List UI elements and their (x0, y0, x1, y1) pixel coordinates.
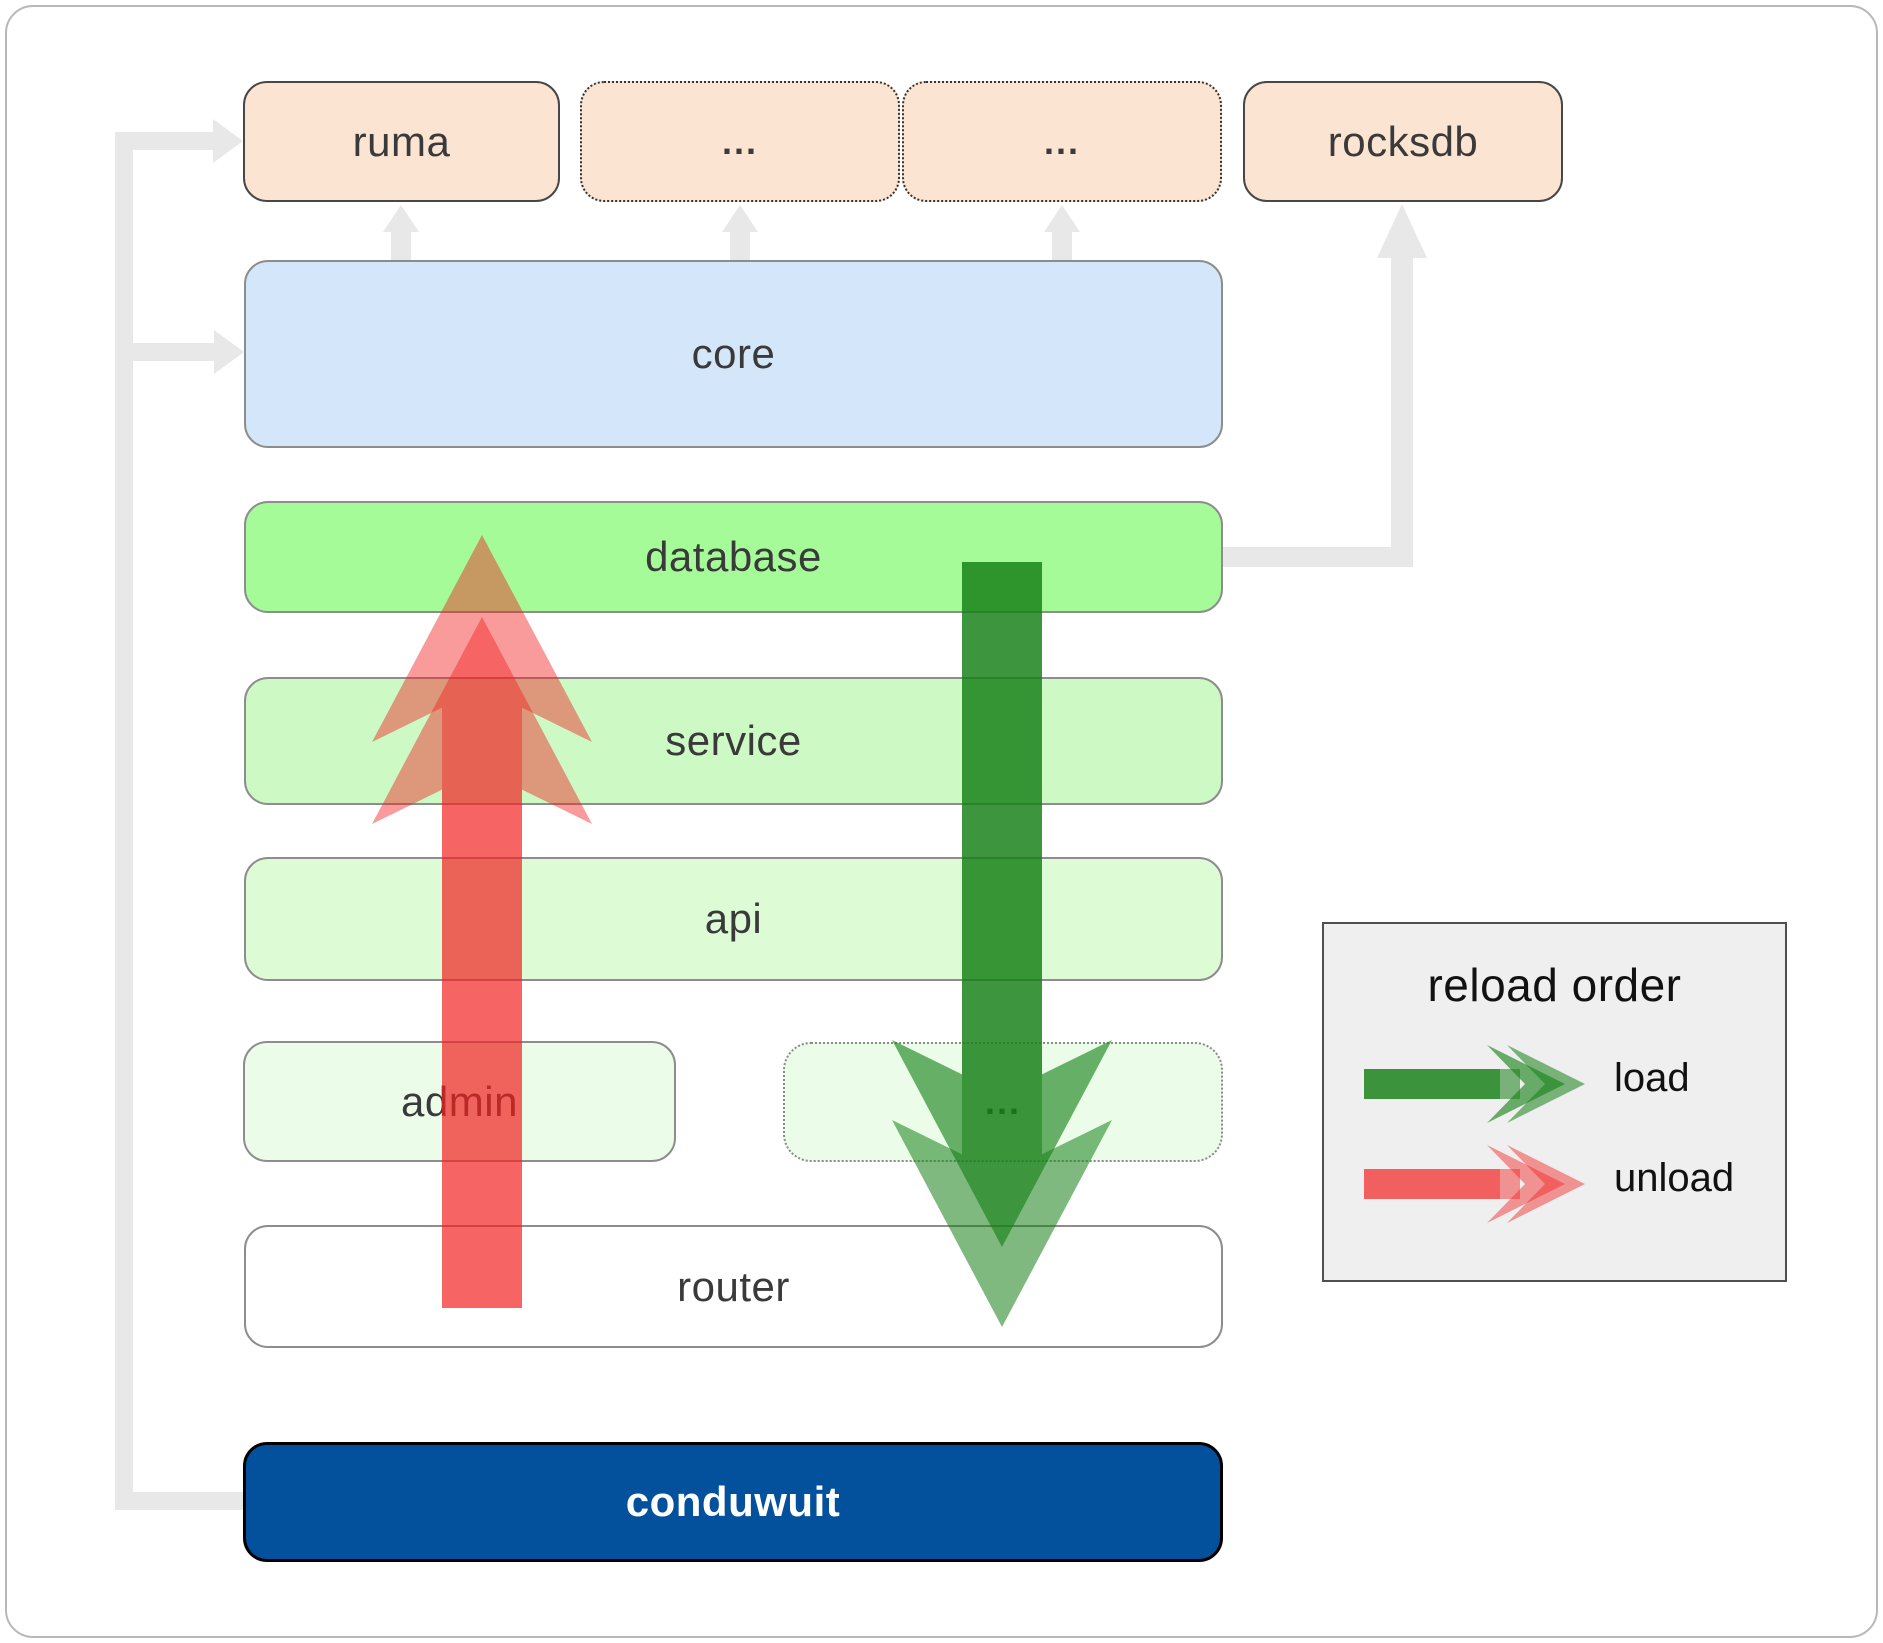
legend-item-unload: unload (1614, 1156, 1735, 1200)
node-conduwuit: conduwuit (243, 1442, 1223, 1562)
node-conduwuit-label: conduwuit (625, 1478, 841, 1525)
node-ellipsis-top-1: ... (580, 81, 900, 202)
node-database-label: database (645, 533, 822, 580)
node-rocksdb: rocksdb (1243, 81, 1563, 202)
load-arrow-icon (1364, 1045, 1585, 1123)
node-router-label: router (677, 1262, 790, 1310)
node-ruma-label: ruma (352, 117, 451, 165)
legend-reload-order: reload order load unload (1322, 922, 1787, 1282)
node-admin-label: admin (401, 1077, 518, 1125)
node-ellipsis-top-1-label: ... (721, 120, 758, 162)
node-service-label: service (665, 717, 802, 764)
node-api: api (244, 857, 1223, 981)
node-ellipsis-top-2-label: ... (1043, 120, 1080, 162)
unload-arrow-icon (1364, 1145, 1565, 1223)
node-ruma: ruma (243, 81, 560, 202)
node-admin: admin (243, 1041, 676, 1162)
node-core: core (244, 260, 1223, 448)
node-api-label: api (704, 895, 763, 942)
legend-item-load: load (1614, 1056, 1690, 1100)
node-core-label: core (691, 330, 776, 377)
node-ellipsis-admin-row: ... (783, 1042, 1223, 1162)
legend-title: reload order (1427, 959, 1682, 1011)
node-router: router (244, 1225, 1223, 1348)
unload-arrow-icon (1364, 1145, 1585, 1223)
legend-arrows (1364, 1045, 1585, 1223)
node-ellipsis-top-2: ... (902, 81, 1222, 202)
node-rocksdb-label: rocksdb (1327, 117, 1479, 165)
node-database: database (244, 501, 1223, 613)
node-service: service (244, 677, 1223, 805)
node-ellipsis-admin-row-label: ... (984, 1081, 1021, 1122)
diagram-border (5, 5, 1878, 1638)
